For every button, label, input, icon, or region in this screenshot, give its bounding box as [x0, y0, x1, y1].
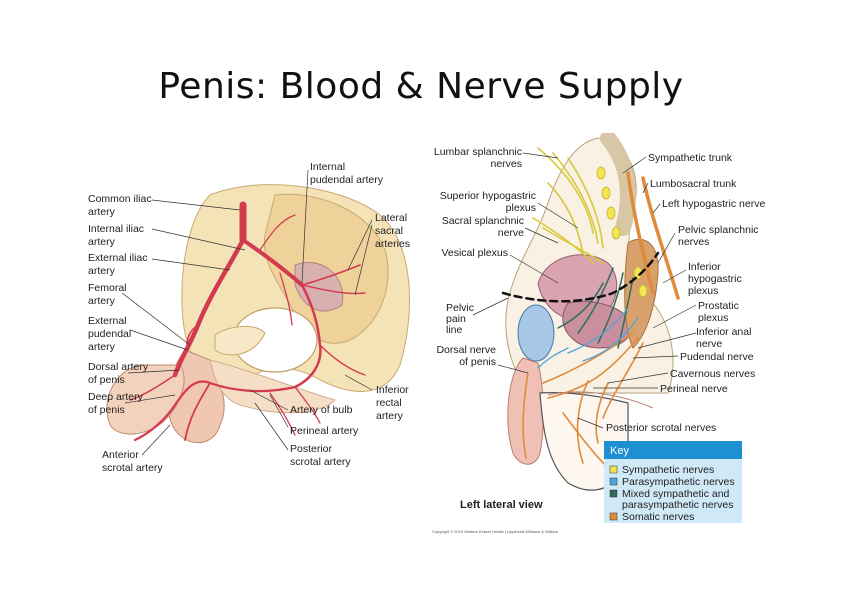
key-body: [604, 459, 742, 523]
key-label-parasympathetic: Parasympathetic nerves: [622, 476, 735, 488]
label-pudendal-nerve: Pudendal nerve: [680, 351, 754, 363]
label-artery-of-bulb: Artery of bulb: [290, 404, 353, 416]
label-sympathetic-trunk: Sympathetic trunk: [648, 152, 733, 164]
label-vesical-plexus: Vesical plexus: [441, 247, 508, 259]
left-leader-lines: [121, 169, 373, 456]
label-perineal-artery: Perineal artery: [290, 425, 359, 437]
label-lumbosacral-trunk: Lumbosacral trunk: [650, 178, 737, 190]
label-perineal-nerve: Perineal nerve: [660, 383, 728, 395]
color-key: Key Sympathetic nerves Parasympathetic n…: [604, 441, 742, 523]
pelvis-illustration: [106, 184, 411, 444]
key-swatch-sympathetic: [609, 465, 618, 474]
key-swatch-somatic: [609, 512, 618, 521]
key-title: Key: [610, 445, 629, 457]
key-swatch-parasympathetic: [609, 477, 618, 486]
key-swatch-mixed: [609, 489, 618, 498]
key-header: [604, 441, 742, 459]
label-left-hypogastric-nerve: Left hypogastric nerve: [662, 198, 765, 210]
artery-vessels: [129, 201, 366, 442]
key-label-somatic: Somatic nerves: [622, 511, 694, 523]
nerve-fibers: [501, 147, 680, 469]
label-cavernous-nerves: Cavernous nerves: [670, 368, 755, 380]
right-leader-lines: [472, 152, 697, 429]
slide-title: Penis: Blood & Nerve Supply: [158, 66, 684, 107]
sympathetic-ganglia: [596, 166, 648, 298]
key-label-sympathetic: Sympathetic nerves: [622, 464, 714, 476]
copyright-note: Copyright © 2010 Wolters Kluwer Health |…: [432, 529, 558, 534]
view-label: Left lateral view: [460, 499, 543, 511]
label-posterior-scrotal-nerves: Posterior scrotal nerves: [606, 422, 716, 434]
